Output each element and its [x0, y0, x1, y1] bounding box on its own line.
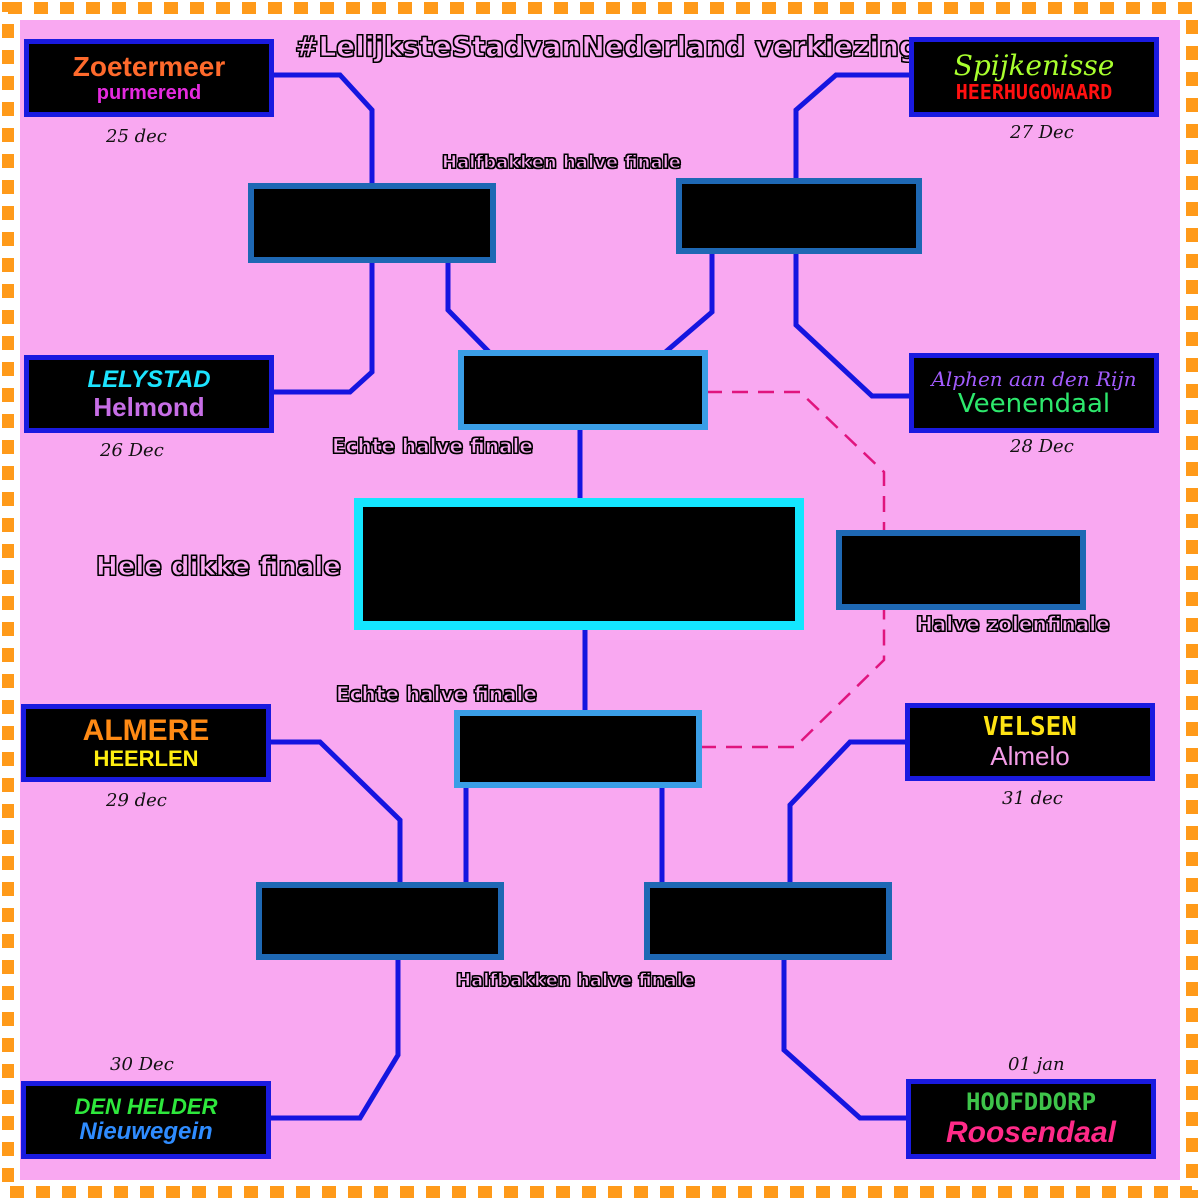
match-date: 26 Dec	[100, 440, 164, 461]
team-name: DEN HELDER	[74, 1093, 218, 1119]
label-final: Hele dikke finale	[96, 552, 342, 583]
team-name: VELSEN	[983, 712, 1077, 743]
match-box-velsen-almelo: VELSEN Almelo	[905, 703, 1155, 781]
match-box-spijkenisse-heerhugowaard: Spijkenisse HEERHUGOWAARD	[909, 37, 1159, 117]
semifinal-box-bottom-right	[644, 882, 892, 960]
label-half-baked-semi-bottom: Halfbakken halve finale	[455, 970, 696, 992]
match-box-zoetermeer-purmerend: Zoetermeer purmerend	[24, 39, 274, 117]
match-date: 30 Dec	[110, 1054, 174, 1075]
page-title: #LelijksteStadvanNederland verkiezing	[295, 30, 920, 64]
final-box	[354, 498, 804, 630]
label-third-place: Halve zolenfinale	[916, 612, 1111, 637]
real-semifinal-box-bottom	[454, 710, 702, 788]
team-name: Spijkenisse	[953, 48, 1115, 82]
team-name: LELYSTAD	[87, 365, 211, 393]
team-name: Helmond	[93, 391, 205, 422]
team-name: Nieuwegein	[79, 1117, 213, 1145]
label-half-baked-semi-top: Halfbakken halve finale	[441, 152, 682, 174]
match-date: 29 dec	[106, 790, 167, 811]
label-real-semi-bottom: Echte halve finale	[336, 682, 538, 707]
match-box-denhelder-nieuwegein: DEN HELDER Nieuwegein	[21, 1081, 271, 1159]
semifinal-box-top-left	[248, 183, 496, 263]
team-name: Zoetermeer	[72, 50, 226, 82]
team-name: HEERLEN	[93, 746, 199, 772]
match-date: 31 dec	[1002, 788, 1063, 809]
semifinal-box-top-right	[676, 178, 922, 254]
match-box-alphen-veenendaal: Alphen aan den Rijn Veenendaal	[909, 353, 1159, 433]
team-name: purmerend	[96, 82, 202, 105]
label-real-semi-top: Echte halve finale	[332, 434, 534, 459]
match-box-almere-heerlen: ALMERE HEERLEN	[21, 704, 271, 782]
match-date: 01 jan	[1008, 1054, 1065, 1075]
team-name: Almelo	[990, 741, 1070, 771]
match-box-lelystad-helmond: LELYSTAD Helmond	[24, 355, 274, 433]
third-place-box	[836, 530, 1086, 610]
semifinal-box-bottom-left	[256, 882, 504, 960]
match-box-hoofddorp-roosendaal: HOOFDDORP Roosendaal	[906, 1079, 1156, 1159]
team-name: Roosendaal	[945, 1115, 1117, 1149]
team-name: Alphen aan den Rijn	[931, 366, 1137, 391]
team-name: Veenendaal	[957, 388, 1111, 419]
match-date: 28 Dec	[1010, 436, 1074, 457]
team-name: HOOFDDORP	[965, 1088, 1097, 1117]
team-name: ALMERE	[82, 714, 210, 748]
team-name: HEERHUGOWAARD	[955, 80, 1113, 105]
real-semifinal-box-top	[458, 350, 708, 430]
match-date: 27 Dec	[1010, 122, 1074, 143]
match-date: 25 dec	[106, 126, 167, 147]
